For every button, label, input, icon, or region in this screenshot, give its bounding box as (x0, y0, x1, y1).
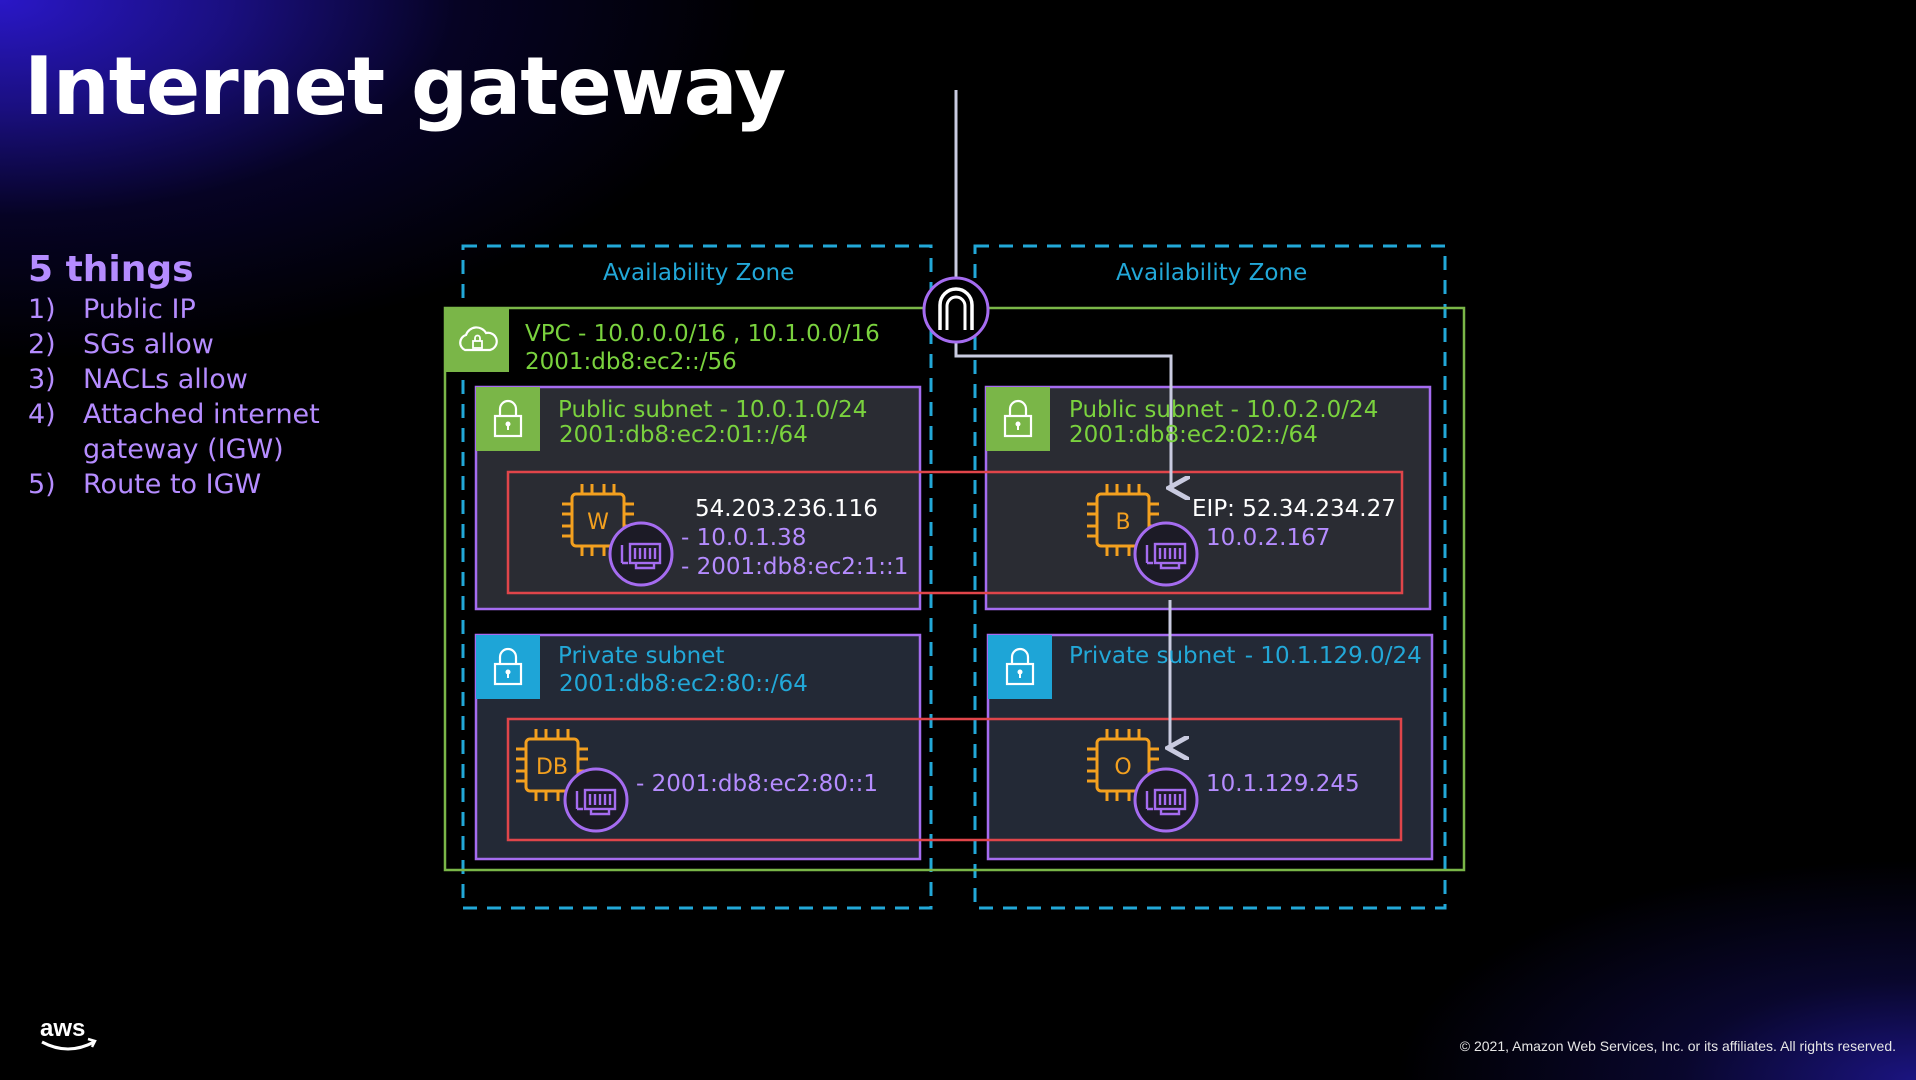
network-interface-icon (1133, 521, 1199, 587)
vpc-label: VPC (525, 321, 571, 347)
public-subnet-left-cidr: Public subnet - 10.0.1.0/24 (558, 397, 868, 423)
private-subnet-left-title: Private subnet (558, 643, 725, 669)
lock-icon (988, 635, 1052, 699)
network-interface-icon (1133, 767, 1199, 833)
five-things-heading: 5 things (28, 249, 194, 290)
five-things-panel: 5 things 1)Public IP 2)SGs allow 3)NACLs… (28, 248, 343, 502)
chip-icon: O (1087, 729, 1159, 801)
aws-logo: aws (40, 1016, 97, 1051)
instance-b-letter: B (1115, 510, 1130, 535)
availability-zone-label-left: Availability Zone (603, 260, 795, 286)
availability-zone-left (461, 244, 933, 910)
availability-zone-label-right: Availability Zone (1116, 260, 1308, 286)
list-item: 3)NACLs allow (28, 364, 248, 395)
private-subnet-right-title: Private subnet - 10.1.129.0/24 (1069, 642, 1422, 670)
public-subnet-left-ipv6: 2001:db8:ec2:01::/64 (559, 422, 808, 448)
instance-w-ipv6: - 2001:db8:ec2:1::1 (681, 554, 909, 580)
instance-o-letter: O (1114, 755, 1131, 780)
public-subnet-right-ipv6: 2001:db8:ec2:02::/64 (1069, 422, 1318, 448)
list-item: 1)Public IP (28, 294, 196, 325)
internet-gateway-icon (922, 276, 990, 344)
instance-w-letter: W (587, 510, 609, 535)
instance-o-private-ip: 10.1.129.245 (1206, 771, 1360, 797)
list-item: 2)SGs allow (28, 329, 214, 360)
private-subnet-left (474, 633, 922, 861)
list-item: 5)Route to IGW (28, 469, 262, 500)
private-subnet-right (986, 633, 1434, 861)
vpc-ipv6: 2001:db8:ec2::/56 (525, 349, 737, 375)
instance-db-letter: DB (536, 755, 568, 780)
network-interface-icon (563, 767, 629, 833)
cloud-icon (445, 308, 509, 372)
private-subnet-left-ipv6: 2001:db8:ec2:80::/64 (559, 671, 808, 697)
public-subnet-right-cidr: Public subnet - 10.0.2.0/24 (1069, 397, 1379, 423)
instance-db-ipv6: - 2001:db8:ec2:80::1 (636, 771, 879, 797)
instance-b-private-ip: 10.0.2.167 (1206, 525, 1331, 551)
five-things-list: 1)Public IP 2)SGs allow 3)NACLs allow 4)… (28, 292, 343, 502)
slide-title: Internet gateway (24, 40, 786, 133)
instance-b-elastic-ip: EIP: 52.34.234.27 (1192, 496, 1396, 522)
lock-icon (986, 387, 1050, 451)
lock-icon (476, 387, 540, 451)
instance-w-public-ip: 54.203.236.116 (695, 496, 878, 522)
chip-icon: B (1087, 484, 1159, 556)
svg-text:aws: aws (40, 1016, 85, 1042)
security-group-public (506, 470, 1404, 595)
public-subnet-left (474, 385, 922, 611)
private-subnet-right-label: Private subnet (1069, 643, 1236, 669)
copyright-notice: © 2021, Amazon Web Services, Inc. or its… (1459, 1038, 1896, 1054)
network-interface-icon (608, 521, 674, 587)
public-subnet-right (984, 385, 1432, 611)
private-subnet-right-cidr: - 10.1.129.0/24 (1244, 643, 1422, 669)
availability-zone-right (973, 244, 1447, 910)
route-arrow-to-bastion (954, 338, 1171, 488)
vpc-title-line: VPC - 10.0.0.0/16 , 10.1.0.0/16 (525, 320, 880, 348)
security-group-private (506, 717, 1403, 842)
lock-icon (476, 635, 540, 699)
vpc-cidr: - 10.0.0.0/16 , 10.1.0.0/16 (570, 321, 880, 347)
list-item: 4)Attached internet gateway (IGW) (28, 399, 320, 465)
instance-w-private-ip: - 10.0.1.38 (681, 525, 807, 551)
